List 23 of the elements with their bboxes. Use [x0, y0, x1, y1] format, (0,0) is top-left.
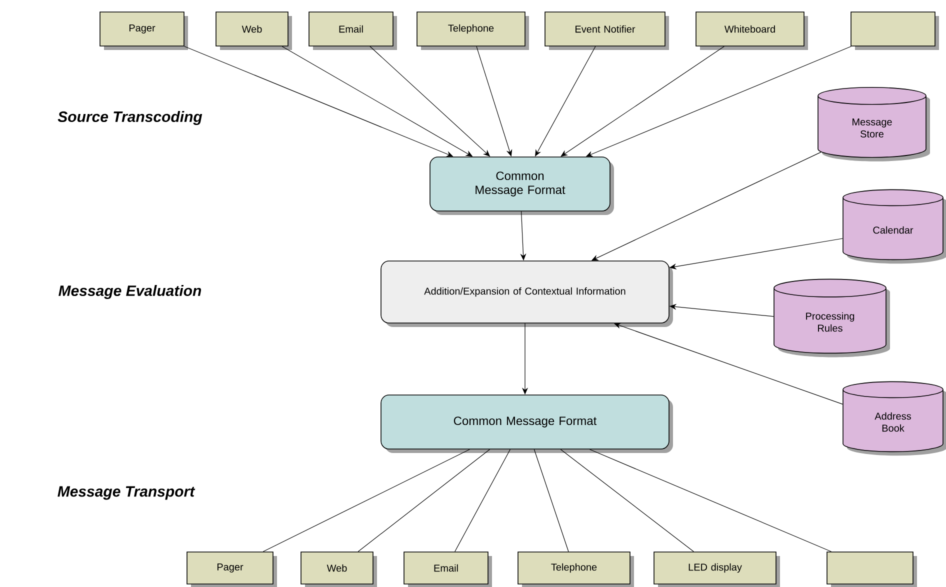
channel-box: Web — [216, 12, 292, 50]
channel-box: Pager — [100, 12, 188, 50]
channel-box: Telephone — [518, 552, 634, 587]
channel-box: Web — [300, 552, 377, 587]
channel-box — [826, 552, 917, 587]
stage-label: Message Transport — [58, 486, 196, 500]
channel-box: Event Notifier — [544, 12, 669, 50]
database-cylinder: Calendar — [842, 189, 946, 264]
channel-box: Email — [308, 12, 397, 50]
channel-box — [850, 12, 939, 50]
channel-box: LED display — [654, 552, 780, 587]
format-box: Common Message Format — [430, 156, 614, 215]
process-box: Addition/Expansion of Contextual Information — [380, 260, 673, 327]
stage-label: Message Evaluation — [58, 285, 202, 299]
database-cylinder: Message Store — [818, 87, 930, 162]
stage-label: Source Transcoding — [58, 111, 202, 125]
database-cylinder: Address Book — [842, 381, 946, 456]
database-cylinder: Processing Rules — [774, 278, 890, 358]
channel-box: Email — [404, 552, 492, 587]
format-box: Common Message Format — [380, 394, 673, 453]
channel-box: Whiteboard — [696, 12, 808, 50]
channel-box: Pager — [186, 552, 277, 587]
channel-box: Telephone — [416, 12, 529, 50]
